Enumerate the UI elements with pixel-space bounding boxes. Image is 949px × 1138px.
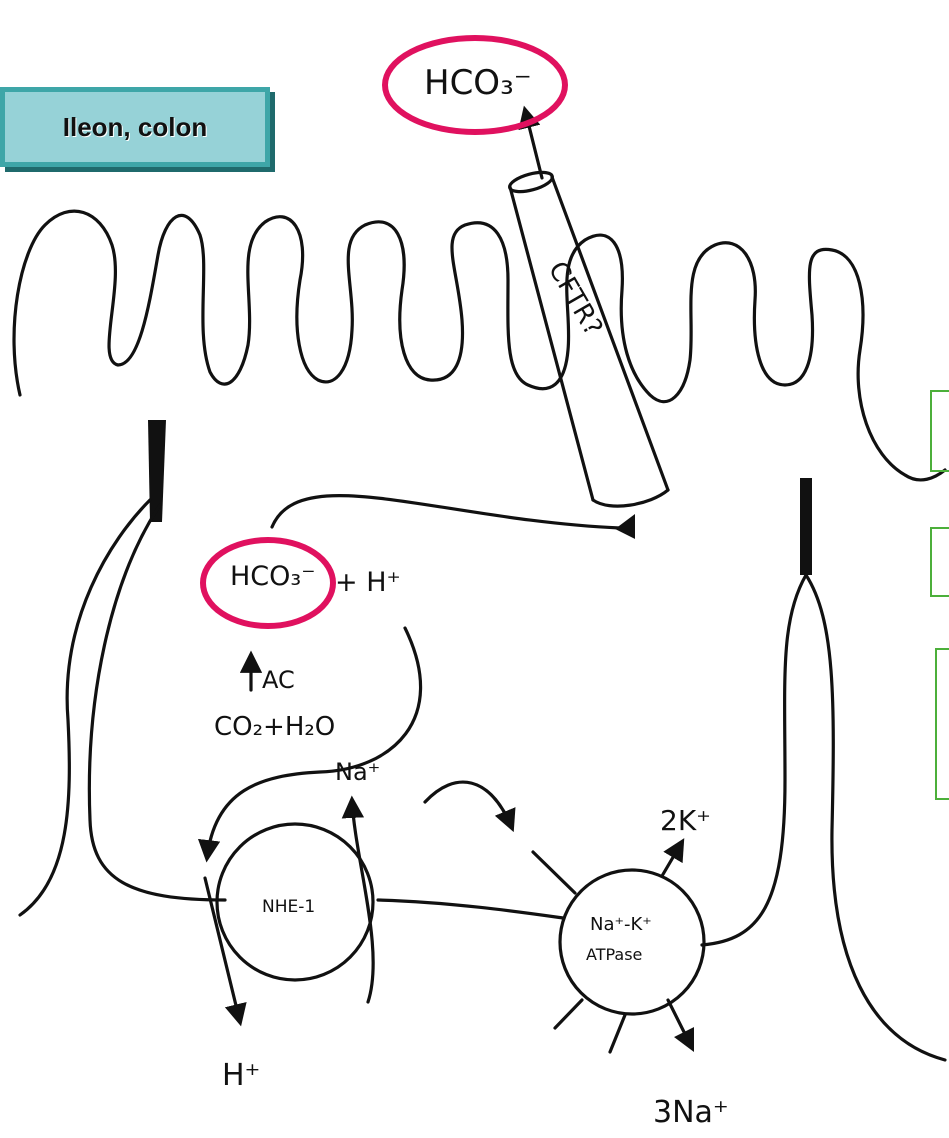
right-cell-boundary <box>806 575 945 1060</box>
sodium-out-arrow <box>668 1000 692 1048</box>
side-box-2 <box>930 527 949 597</box>
pump-ray-1 <box>533 852 575 893</box>
region-callout: Ileon, colon <box>0 87 270 167</box>
sodium-gradient-arrow <box>425 782 512 828</box>
side-box-1 <box>930 390 949 472</box>
proton-recycle-arrow <box>207 628 421 858</box>
sodium-out-label: 3Na⁺ <box>653 1095 729 1130</box>
carbonic-anhydrase-label: AC <box>262 666 295 694</box>
nhe1-label: NHE-1 <box>262 897 315 917</box>
na-k-atpase <box>560 870 704 1014</box>
right-cell-inner-membrane <box>702 575 806 945</box>
potassium-in-arrow <box>662 842 682 876</box>
proton-label: + H⁺ <box>335 567 401 598</box>
basolateral-membrane-mid <box>378 900 563 918</box>
potassium-label: 2K⁺ <box>660 804 711 837</box>
pump-label-line2: ATPase <box>586 945 642 964</box>
region-label: Ileon, colon <box>63 112 207 143</box>
sodium-in-label: Na⁺ <box>335 758 380 786</box>
right-tight-junction <box>800 478 812 575</box>
lumen-bicarbonate-label: HCO₃⁻ <box>424 63 532 103</box>
nhe1-sodium-path <box>352 800 373 1002</box>
pump-ray-3 <box>610 1015 625 1052</box>
side-box-3 <box>935 648 949 800</box>
cell-bicarbonate-label: HCO₃⁻ <box>230 561 315 592</box>
cftr-channel: CFTR? <box>508 169 668 507</box>
bicarbonate-transport-arrow <box>272 496 633 528</box>
pump-ray-2 <box>555 1000 582 1028</box>
co2-water-label: CO₂+H₂O <box>214 712 335 742</box>
proton-out-label: H⁺ <box>222 1058 260 1093</box>
pump-label-line1: Na⁺-K⁺ <box>590 914 652 935</box>
left-cell-inner-membrane <box>89 505 225 900</box>
